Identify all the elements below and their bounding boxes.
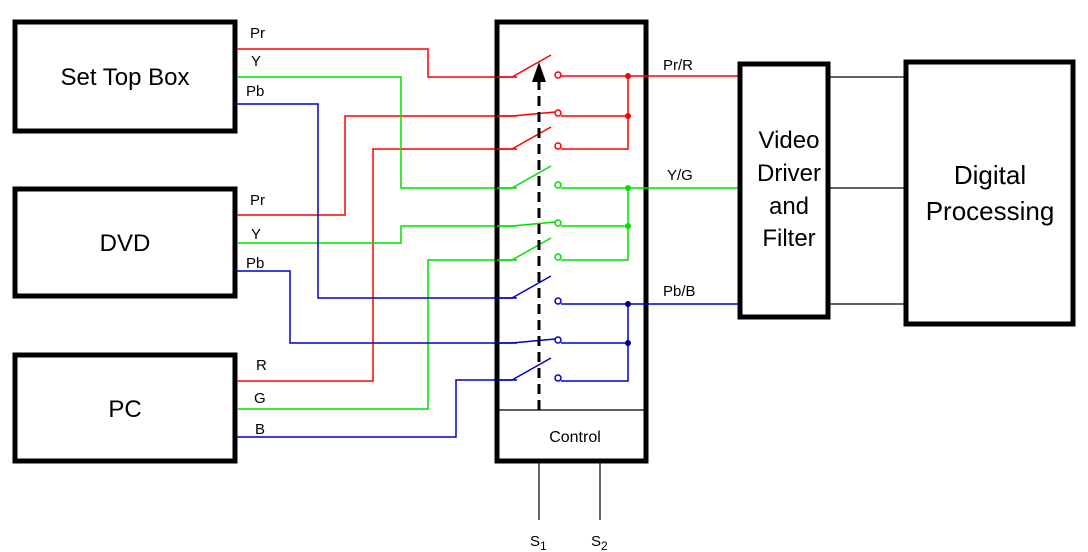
s2-label: S2 xyxy=(591,533,608,552)
switch-block xyxy=(494,19,649,464)
dvd-pr-label: Pr xyxy=(250,192,265,209)
driver-line-1: Video xyxy=(759,127,820,154)
switch-blade-open xyxy=(511,165,552,189)
switch-group-blue xyxy=(497,275,738,382)
junction-dot xyxy=(625,301,631,307)
processing-line-1: Digital xyxy=(954,160,1026,190)
wire-pc-g xyxy=(237,259,517,410)
output-pr-r-label: Pr/R xyxy=(663,57,693,74)
control-label: Control xyxy=(549,429,601,446)
set-top-box-label: Set Top Box xyxy=(61,64,190,91)
dvd-block xyxy=(12,186,238,299)
s1-label: S1 xyxy=(530,533,547,552)
driver-line-2: Driver xyxy=(757,160,821,187)
junction-dot xyxy=(625,185,631,191)
video-driver-block xyxy=(737,61,831,320)
input-wires xyxy=(237,48,517,438)
contact xyxy=(554,253,562,261)
wire-stb-pr xyxy=(237,48,517,78)
stb-pb-label: Pb xyxy=(246,83,264,100)
set-top-box-block xyxy=(12,19,238,134)
wire-dvd-pr xyxy=(237,115,517,216)
switch-blade-closed xyxy=(511,111,556,117)
junction-dot xyxy=(625,223,631,229)
contact xyxy=(554,336,562,344)
output-y-g-label: Y/G xyxy=(667,167,693,184)
junction-dot xyxy=(625,340,631,346)
source-dvd: DVD Pr Y Pb xyxy=(12,186,265,299)
stb-pr-label: Pr xyxy=(250,25,265,42)
digital-processing-block xyxy=(903,59,1076,327)
wire-dvd-pb xyxy=(237,270,517,344)
stb-y-label: Y xyxy=(251,53,261,70)
pc-block xyxy=(12,352,238,464)
contact xyxy=(554,71,562,79)
junction-dot xyxy=(625,113,631,119)
dvd-y-label: Y xyxy=(251,226,261,243)
wire-dvd-y xyxy=(237,225,517,244)
output-pb-b-label: Pb/B xyxy=(663,283,696,300)
contact xyxy=(554,374,562,382)
bus-pr-3 xyxy=(561,76,629,150)
bus-y-3 xyxy=(561,188,629,261)
wire-stb-pb xyxy=(237,103,517,299)
switch-matrix: Control xyxy=(494,19,738,552)
switch-blade-open xyxy=(511,126,552,150)
switch-group-green xyxy=(497,165,738,261)
switch-blade-closed xyxy=(511,221,556,227)
contact xyxy=(554,142,562,150)
wire-pc-b xyxy=(237,379,517,438)
actuator-arrowhead-icon xyxy=(532,62,546,82)
source-set-top-box: Set Top Box Pr Y Pb xyxy=(12,19,265,134)
contact xyxy=(554,109,562,117)
contact xyxy=(554,297,562,305)
dvd-label: DVD xyxy=(100,230,151,257)
driver-line-3: and xyxy=(769,193,809,220)
processing-line-2: Processing xyxy=(926,196,1055,226)
source-pc: PC R G B xyxy=(12,352,267,464)
switch-blade-open xyxy=(511,54,552,78)
pc-g-label: G xyxy=(254,390,266,407)
driver-line-4: Filter xyxy=(762,225,815,252)
switch-blade-closed xyxy=(511,338,556,344)
wire-stb-y xyxy=(237,76,517,189)
switch-blade-open xyxy=(511,237,552,261)
switch-group-red xyxy=(497,54,738,150)
wire-pc-r xyxy=(237,148,517,382)
dvd-pb-label: Pb xyxy=(246,255,264,272)
pc-r-label: R xyxy=(256,357,267,374)
pc-b-label: B xyxy=(255,421,265,438)
pc-label: PC xyxy=(108,396,141,423)
contact xyxy=(554,181,562,189)
digital-processing: Digital Processing xyxy=(903,59,1076,327)
bus-pb-3 xyxy=(561,304,629,382)
switch-blade-open xyxy=(511,357,552,381)
video-driver-filter: Video Driver and Filter xyxy=(737,61,831,320)
junction-dot xyxy=(625,73,631,79)
contact xyxy=(554,219,562,227)
driver-to-processor-wires xyxy=(830,76,905,305)
switch-blade-open xyxy=(511,275,552,299)
